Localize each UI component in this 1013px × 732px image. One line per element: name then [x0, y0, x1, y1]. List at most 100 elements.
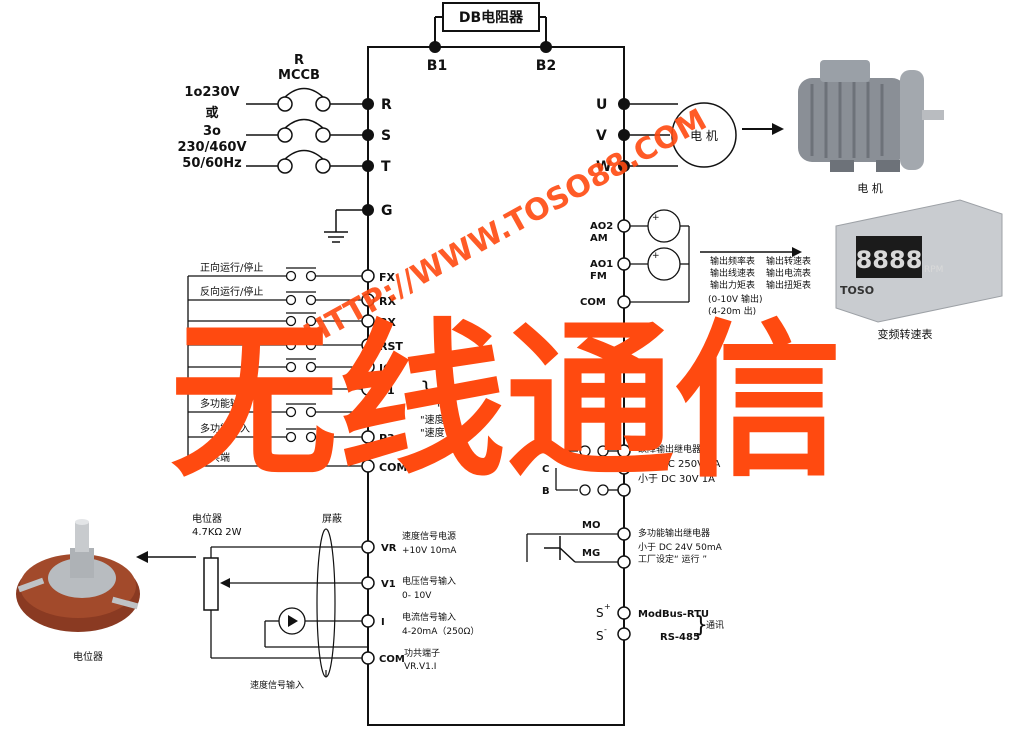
input-desc: 正向运行/停止 — [200, 261, 263, 274]
pot-caption: 电位器 — [73, 650, 103, 663]
terminal-b1-label: B1 — [427, 58, 447, 74]
terminal-ai-com — [361, 651, 375, 665]
mo-label: MO — [582, 520, 600, 531]
supply-line-5: 50/60Hz — [182, 156, 241, 171]
terminal-b1 — [429, 41, 441, 53]
terminal-c — [617, 461, 631, 475]
s-minus-label: S — [596, 629, 604, 643]
terminal-v — [618, 129, 630, 141]
switch-contact — [305, 339, 317, 351]
switch-contact — [285, 294, 297, 306]
motor-caption: 电 机 — [857, 181, 883, 195]
am-label: AM — [590, 233, 608, 244]
supply-line-1: 1o230V — [184, 85, 239, 100]
comm-interface: RS-485 — [660, 632, 700, 643]
meter-fm-plus: + — [652, 251, 660, 261]
supply-line-2: 或 — [205, 105, 218, 121]
meter-list-item: 输出力矩表 — [710, 279, 755, 291]
motor-symbol-label: 电 机 — [690, 129, 718, 143]
terminal-p2 — [361, 405, 375, 419]
arrow-left-icon — [136, 551, 148, 563]
terminal-t-label: T — [381, 159, 391, 175]
relay-outputs: A C B 故障输出继电器 小于 AC 250V 1A 小于 DC 30V 1A — [542, 443, 720, 497]
terminal-g — [362, 204, 374, 216]
speed-input-label: 速度信号输入 — [250, 679, 304, 691]
terminal-t — [362, 160, 374, 172]
motor-output: U V W 电 机 电 机 — [596, 60, 944, 195]
switch-contact — [285, 406, 297, 418]
switch-contact — [305, 294, 317, 306]
mo-desc-3: 工厂设定“ 运行 ” — [638, 553, 707, 565]
v1-label: V1 — [381, 579, 396, 590]
ao1-label: AO1 — [590, 259, 613, 270]
brake-resistor-label: DB电阻器 — [459, 9, 524, 26]
switch-contact — [285, 361, 297, 373]
switch-contact — [305, 431, 317, 443]
speed-brace: } — [420, 377, 433, 401]
watermark-title: 无线通信 — [170, 304, 842, 500]
terminal-vr — [361, 540, 375, 554]
mo-desc-1: 多功能输出继电器 — [638, 527, 710, 539]
arrow-right-icon — [772, 123, 784, 135]
terminal-label: RX — [379, 295, 396, 308]
switch-contact — [305, 270, 317, 282]
pot-label: 电位器 — [192, 512, 222, 525]
switch-contact — [285, 315, 297, 327]
switch-contact — [305, 315, 317, 327]
terminal-i — [361, 614, 375, 628]
terminal-p3 — [361, 430, 375, 444]
shield-symbol — [316, 528, 336, 678]
mo-desc-2: 小于 DC 24V 50mA — [638, 542, 723, 553]
input-desc: 多功能输入 3 — [200, 422, 260, 435]
relay-spec-ac: 小于 AC 250V 1A — [638, 458, 720, 470]
mg-label: MG — [582, 548, 600, 559]
ao-com-label: COM — [580, 297, 606, 308]
switch-contact — [305, 406, 317, 418]
terminal-b2 — [540, 41, 552, 53]
terminal-label: FX — [379, 271, 396, 284]
terminal-mo — [617, 527, 631, 541]
terminal-label: BX — [379, 316, 396, 329]
comm-label: 通讯 — [706, 620, 724, 631]
terminal-u-label: U — [596, 97, 607, 113]
terminal-mg — [617, 555, 631, 569]
terminal-com — [361, 459, 375, 473]
motor-icon — [798, 60, 944, 172]
brake-resistor: DB电阻器 B1 B2 — [427, 2, 556, 74]
relay-c-label: C — [542, 464, 549, 475]
terminal-label: P3 — [379, 432, 395, 445]
terminal-fx — [361, 269, 375, 283]
terminal-r-label: R — [381, 97, 392, 113]
terminal-label: P1 — [379, 384, 395, 397]
vr-desc-2: +10V 10mA — [402, 546, 457, 556]
terminal-rst — [361, 338, 375, 352]
terminal-s-minus — [617, 627, 631, 641]
range-voltage: (0-10V 输出) — [708, 293, 762, 305]
analog-outputs: AO2 AM AO1 FM COM + + 输出频率表 输出线速表 输出力矩表 … — [580, 199, 1003, 341]
ai-com-label: COM — [379, 654, 405, 665]
analog-inputs: 电位器 4.7KΩ 2W 屏蔽 VR V1 I COM 速度信号电源 +10V … — [16, 512, 479, 691]
input-desc: 反向运行/停止 — [200, 285, 263, 298]
switch-contact — [285, 339, 297, 351]
mo-output: MO MG 多功能输出继电器 小于 DC 24V 50mA 工厂设定“ 运行 ” — [526, 520, 723, 569]
meter-am-plus: + — [652, 213, 660, 223]
ai-com-desc-2: VR.V1.I — [404, 662, 436, 672]
terminal-label: P2 — [379, 407, 395, 420]
terminal-label: JOG — [378, 362, 401, 375]
comm-protocol: ModBus-RTU — [638, 609, 709, 620]
speed-label: "速 — [437, 402, 452, 414]
relay-a-label: A — [549, 448, 557, 459]
terminal-label: RST — [379, 340, 403, 353]
range-current: (4-20m 出) — [708, 305, 756, 317]
speed-label: "速度 — [420, 413, 445, 426]
terminal-g-label: G — [381, 203, 393, 219]
terminal-w-label: W — [596, 159, 611, 175]
s-plus-label: S — [596, 606, 604, 620]
s-minus-sup: - — [604, 625, 607, 634]
meter-list-item: 输出电流表 — [766, 267, 811, 279]
meter-list-item: 输出频率表 — [710, 255, 755, 267]
arrow-right-icon — [792, 247, 802, 257]
meter-list-item: 输出线速表 — [710, 267, 755, 279]
